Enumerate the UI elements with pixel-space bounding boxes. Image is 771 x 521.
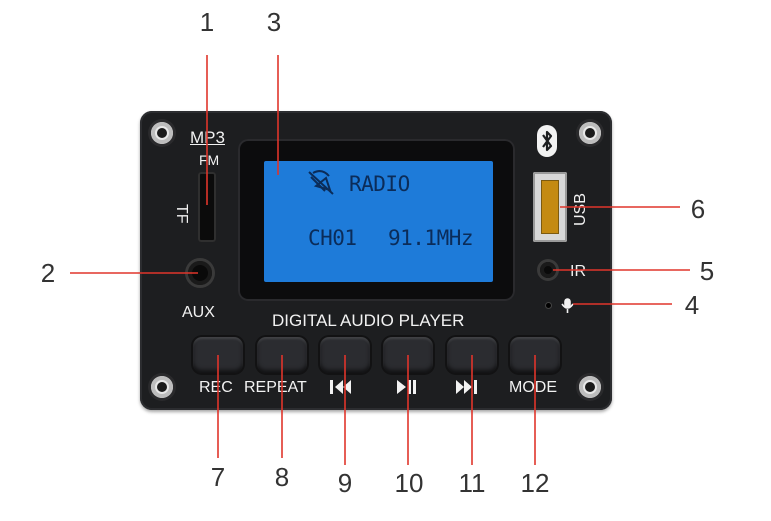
lcd-frequency-text: 91.1MHz (388, 226, 474, 250)
bluetooth-icon (537, 125, 557, 157)
callout-number-7: 7 (210, 462, 226, 492)
callout-number-11: 11 (458, 468, 486, 498)
callout-number-12: 12 (520, 468, 550, 498)
fm-label: FM (199, 152, 220, 168)
panel-title: DIGITAL AUDIO PLAYER (272, 311, 465, 330)
callout-number-9: 9 (337, 468, 353, 498)
callout-number-4: 4 (684, 290, 700, 320)
ir-receiver (540, 262, 556, 278)
lcd-channel-text: CH01 (308, 226, 357, 250)
callout-number-5: 5 (699, 256, 715, 286)
repeat-button-label: REPEAT (244, 379, 307, 396)
usb-port-tongue (541, 180, 559, 234)
play-pause-icon (397, 380, 416, 394)
bluetooth-glyph (542, 130, 553, 152)
mounting-hole-bottom-left (151, 376, 173, 398)
mode-button-label: MODE (509, 379, 557, 396)
callout-number-6: 6 (690, 194, 706, 224)
ir-label: IR (570, 263, 586, 280)
callout-number-3: 3 (266, 7, 282, 37)
tf-card-slot[interactable] (198, 172, 216, 242)
antenna-icon (308, 170, 334, 195)
callout-number-8: 8 (274, 462, 290, 492)
callout-number-10: 10 (394, 468, 424, 498)
next-track-icon (456, 380, 477, 394)
callout-number-2: 2 (40, 258, 56, 288)
lcd-screen (264, 161, 493, 282)
aux-label: AUX (182, 304, 215, 321)
callout-line-group (70, 55, 690, 465)
mounting-hole-bottom-right (579, 376, 601, 398)
previous-track-icon (330, 380, 351, 394)
lcd-mode-text: RADIO (349, 172, 410, 196)
microphone-hole (546, 303, 551, 308)
callout-number-1: 1 (199, 7, 215, 37)
mounting-hole-top-left (151, 122, 173, 144)
microphone-icon (561, 298, 574, 313)
mounting-hole-top-right (579, 122, 601, 144)
rec-button-label: REC (199, 379, 233, 396)
